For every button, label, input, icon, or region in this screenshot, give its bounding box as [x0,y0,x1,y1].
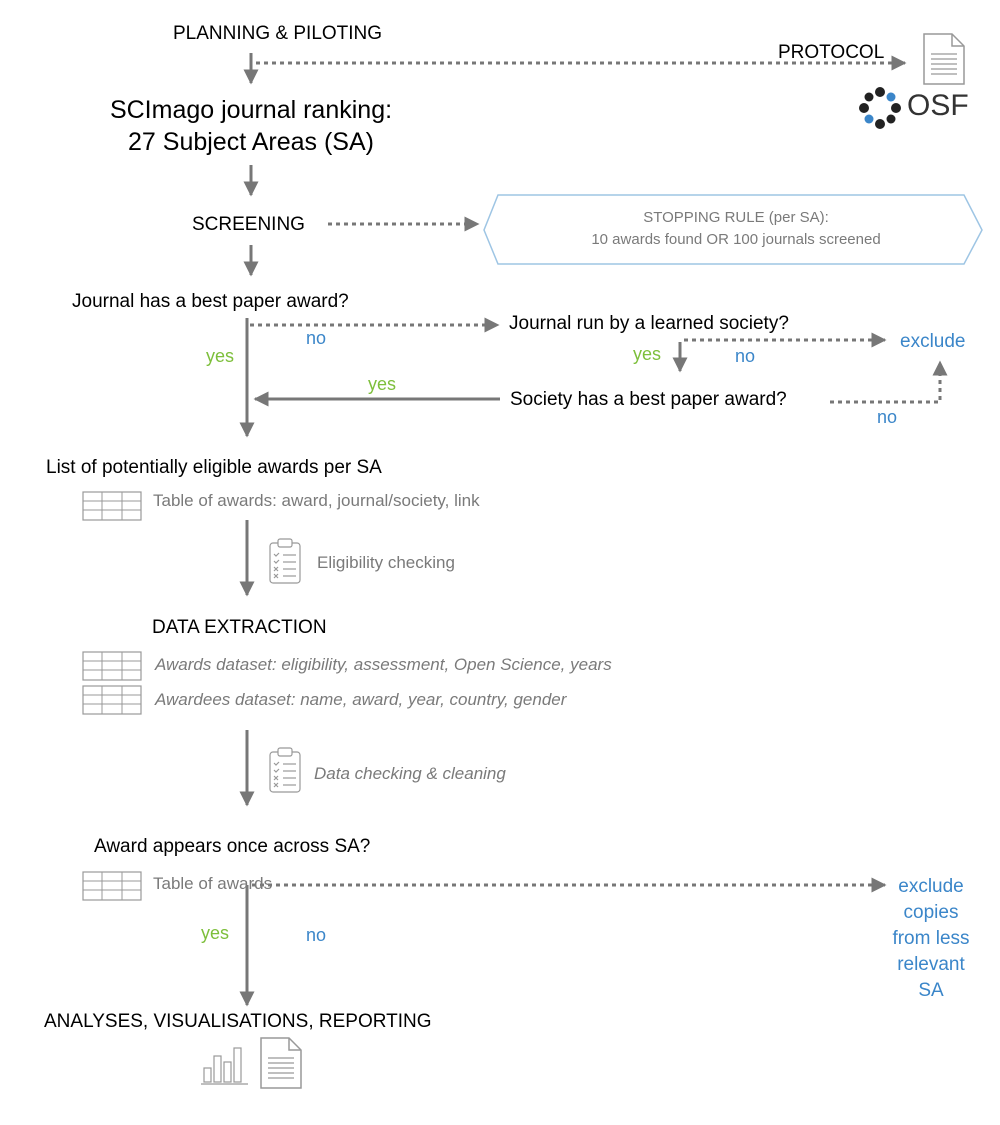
stopping-rule-text: STOPPING RULE (per SA): 10 awards found … [508,207,964,251]
document-icon [923,33,965,85]
scimago-line-1: SCImago journal ranking: [109,96,393,124]
stopping-rule-title: STOPPING RULE (per SA): [643,209,829,226]
yes-label-society: yes [633,344,662,364]
question-society-award: Society has a best paper award? [510,389,787,410]
exclude-copies-line: exclude [898,876,964,897]
table-icon [82,491,142,521]
no-label-society-award: no [877,407,898,427]
no-label-journal: no [306,328,327,348]
screening-label: SCREENING [192,214,305,235]
table-awards-link-text: Table of awards: award, journal/society,… [153,491,480,510]
stopping-rule-criteria: 10 awards found OR 100 journals screened [591,231,881,248]
eligibility-checking-text: Eligibility checking [317,553,455,572]
yes-label-journal: yes [206,346,235,366]
clipboard-checklist-icon [269,538,301,584]
exclude-copies-label: exclude copies from less relevant SA [884,874,978,1004]
analyses-label: ANALYSES, VISUALISATIONS, REPORTING [44,1011,432,1032]
scimago-title: SCImago journal ranking: 27 Subject Area… [96,94,406,158]
no-label-society: no [735,346,756,366]
table-awards-text: Table of awards [153,874,273,893]
list-of-awards: List of potentially eligible awards per … [46,457,382,478]
table-icon [82,651,142,681]
awardees-dataset-text: Awardees dataset: name, award, year, cou… [155,690,567,709]
awards-dataset-text: Awards dataset: eligibility, assessment,… [155,655,612,674]
data-extraction-label: DATA EXTRACTION [152,617,327,638]
exclude-copies-line: from less [892,928,970,949]
scimago-line-2: 27 Subject Areas (SA) [128,128,374,156]
exclude-copies-line: SA [918,980,944,1001]
yes-label-once: yes [201,923,230,943]
osf-logo-icon [859,87,901,129]
osf-wordmark: OSF [907,89,969,122]
data-checking-text: Data checking & cleaning [314,764,506,783]
stopping-rule-box [483,194,983,265]
clipboard-checklist-icon [269,747,301,793]
yes-label-society-award: yes [368,374,397,394]
question-journal-award: Journal has a best paper award? [72,291,349,312]
table-icon [82,685,142,715]
exclude-copies-line: copies [903,902,959,923]
table-icon [82,871,142,901]
arrow-society-award-no [830,360,948,404]
planning-label: PLANNING & PILOTING [173,23,383,44]
exclude-label: exclude [900,331,966,352]
exclude-copies-line: relevant [897,954,965,975]
bar-chart-icon [201,1047,248,1085]
no-label-once: no [306,925,327,945]
document-icon [260,1037,302,1089]
question-learned-society: Journal run by a learned society? [509,313,789,334]
question-award-once: Award appears once across SA? [94,836,371,857]
protocol-label: PROTOCOL [778,42,885,63]
